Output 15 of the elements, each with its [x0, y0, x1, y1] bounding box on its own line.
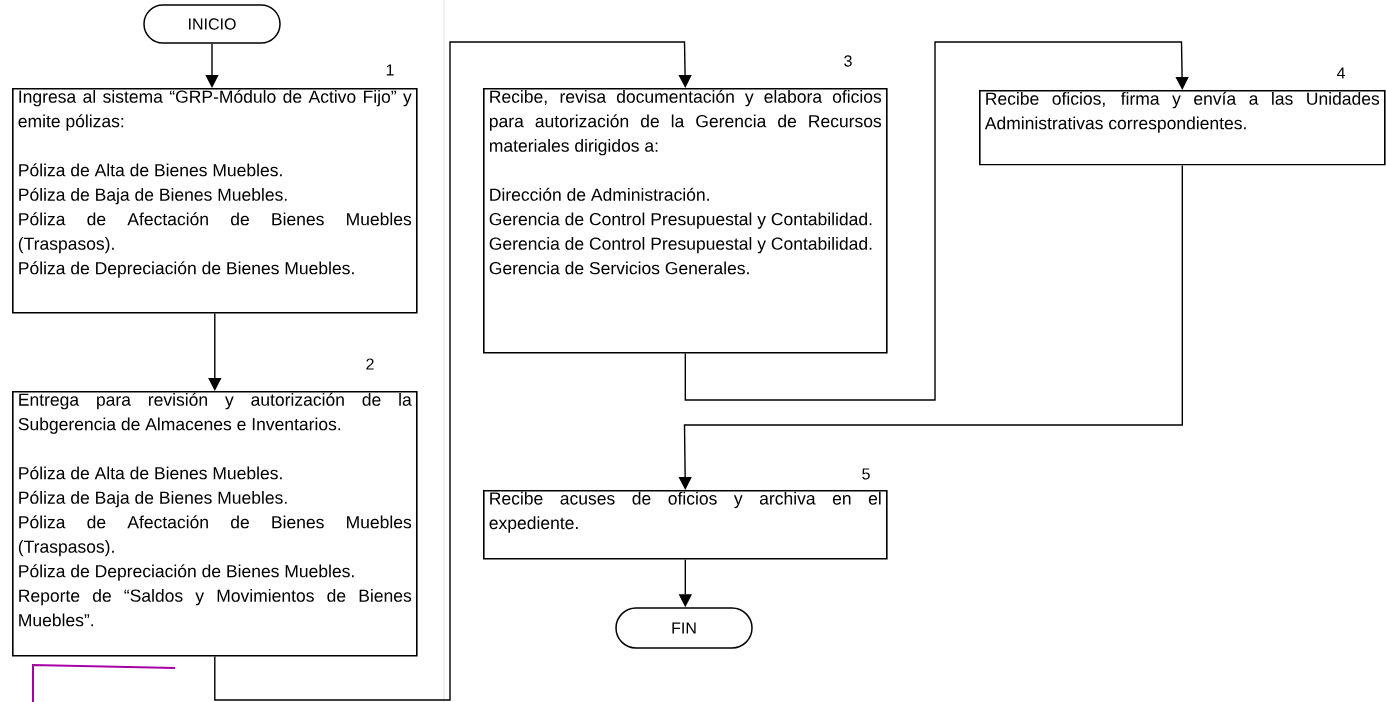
process-box: Ingresa al sistema “GRP-Módulo de Activo Fijo” y emite pólizas: Póliza de Alta de Bienes Muebles. Póliza de Baja de Bienes Muebles. Póliza de Afectación de Bienes Muebles (Traspasos). Póliza de Depreciación de Bienes Muebles.: [12, 88, 418, 314]
process-box: Recibe, revisa documentación y elabora oficios para autorización de la Gerencia de Recursos materiales dirigidos a: Dirección de Administración. Gerencia de Control Presupuestal y Contabilidad. Gerencia de Control Presupuestal y Contabilidad. Gerencia de Servicios Generales.: [483, 88, 888, 354]
arrow: [684, 41, 1189, 401]
step-number: 3: [844, 55, 852, 67]
arrow: [205, 43, 219, 88]
step-number: 1: [386, 64, 394, 76]
arrow: [214, 41, 692, 701]
process-box: Recibe acuses de oficios y archiva en el expediente.: [483, 490, 888, 560]
arrow: [678, 164, 1183, 490]
process-box: Recibe oficios, firma y envía a las Unidades Administrativas correspondientes.: [979, 90, 1386, 166]
step-number: 4: [1336, 67, 1345, 79]
step-number: 2: [366, 358, 374, 370]
process-box: Entrega para revisión y autorización de la Subgerencia de Almacenes e Inventarios. Póliza de Alta de Bienes Muebles. Póliza de Baja de Bienes Muebles. Póliza de Afectación de Bienes Muebles (Traspasos). Póliza de Depreciación de Bienes Muebles. Reporte de “Saldos y Movimientos de Bienes Muebles”.: [12, 391, 418, 657]
arrow: [208, 312, 222, 391]
step-number: 5: [862, 468, 870, 480]
